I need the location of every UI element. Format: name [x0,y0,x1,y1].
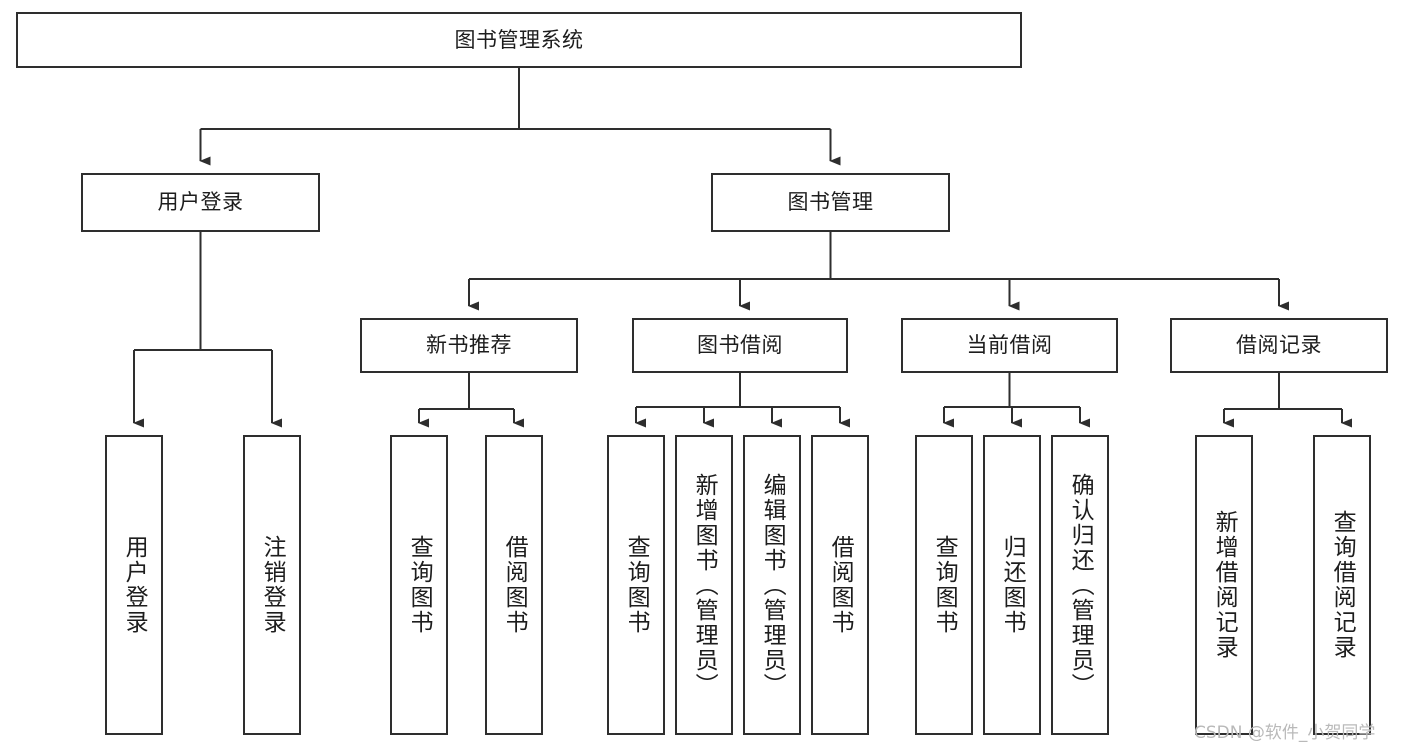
node-label-fn-user-logout: 注销登录 [259,535,286,635]
node-label-user-login: 用户登录 [157,190,244,215]
node-borrow-record[interactable]: 借阅记录 [1170,318,1388,373]
node-fn-query-book-borrow[interactable]: 查询图书 [607,435,665,735]
node-label-fn-query-book-rec: 查询图书 [406,535,433,635]
node-label-fn-add-record: 新增借阅记录 [1211,510,1238,660]
node-label-book-borrow: 图书借阅 [697,333,783,358]
node-label-root: 图书管理系统 [454,27,584,52]
node-book-manage[interactable]: 图书管理 [711,173,950,232]
node-label-fn-borrow-book-rec: 借阅图书 [501,535,528,635]
node-fn-add-record[interactable]: 新增借阅记录 [1195,435,1253,735]
node-label-borrow-record: 借阅记录 [1236,333,1322,358]
node-fn-add-book[interactable]: 新增图书（管理员） [675,435,733,735]
node-fn-return-book[interactable]: 归还图书 [983,435,1041,735]
node-fn-borrow-book-rec[interactable]: 借阅图书 [485,435,543,735]
node-fn-query-book-rec[interactable]: 查询图书 [390,435,448,735]
node-label-fn-borrow-book: 借阅图书 [827,535,854,635]
node-label-fn-query-book-borrow: 查询图书 [623,535,650,635]
node-fn-borrow-book[interactable]: 借阅图书 [811,435,869,735]
node-fn-query-record[interactable]: 查询借阅记录 [1313,435,1371,735]
node-label-book-manage: 图书管理 [787,190,874,215]
node-label-fn-edit-book: 编辑图书（管理员） [759,472,786,698]
node-fn-confirm-return[interactable]: 确认归还（管理员） [1051,435,1109,735]
node-book-borrow[interactable]: 图书借阅 [632,318,848,373]
node-label-fn-return-book: 归还图书 [999,535,1026,635]
node-label-fn-query-book-cur: 查询图书 [931,535,958,635]
node-label-fn-add-book: 新增图书（管理员） [691,472,718,698]
node-label-fn-query-record: 查询借阅记录 [1329,510,1356,660]
node-label-new-book-rec: 新书推荐 [426,333,512,358]
node-new-book-rec[interactable]: 新书推荐 [360,318,578,373]
node-fn-edit-book[interactable]: 编辑图书（管理员） [743,435,801,735]
node-label-current-borrow: 当前借阅 [966,333,1053,358]
node-fn-user-login[interactable]: 用户登录 [105,435,163,735]
node-root[interactable]: 图书管理系统 [16,12,1022,68]
node-fn-user-logout[interactable]: 注销登录 [243,435,301,735]
edge-group [133,68,1352,428]
node-user-login[interactable]: 用户登录 [81,173,320,232]
node-current-borrow[interactable]: 当前借阅 [901,318,1118,373]
node-label-fn-confirm-return: 确认归还（管理员） [1067,472,1094,698]
node-label-fn-user-login: 用户登录 [121,535,148,635]
node-fn-query-book-cur[interactable]: 查询图书 [915,435,973,735]
